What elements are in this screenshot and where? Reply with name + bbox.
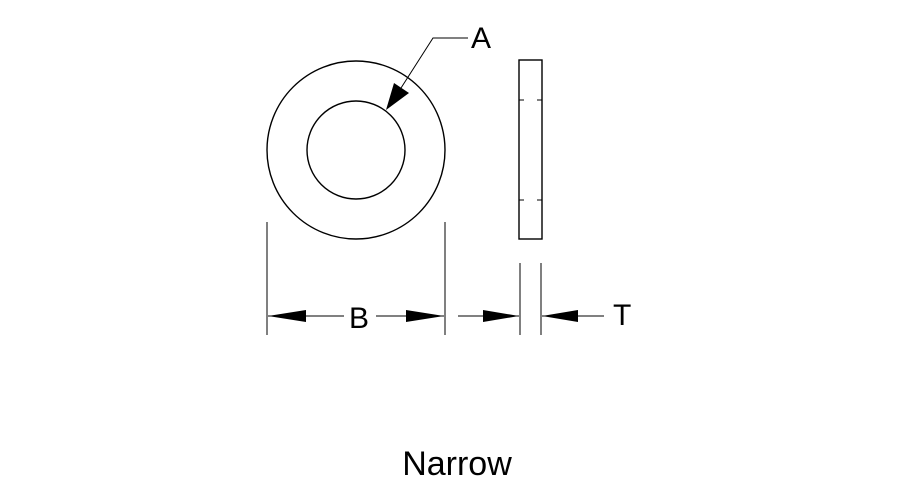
dim-b-arrowhead-right [406,310,444,322]
washer-inner-circle [306,100,406,200]
label-a: A [471,22,491,55]
leader-a-line [400,37,468,89]
label-b: B [349,302,369,335]
leader-a: A [386,22,491,110]
dim-t-arrowhead-right [542,310,578,322]
washer-front-view [266,60,446,240]
dim-b-arrowhead-left [268,310,306,322]
label-t: T [613,299,631,332]
caption: Narrow [402,445,512,483]
washer-side-view [518,59,543,240]
washer-side-rect [518,59,543,240]
dimension-b: B [266,222,446,335]
washer-outer-circle [266,60,446,240]
dim-t-arrowhead-left [483,310,519,322]
dimension-t: T [458,263,631,335]
leader-a-arrowhead [386,83,409,110]
